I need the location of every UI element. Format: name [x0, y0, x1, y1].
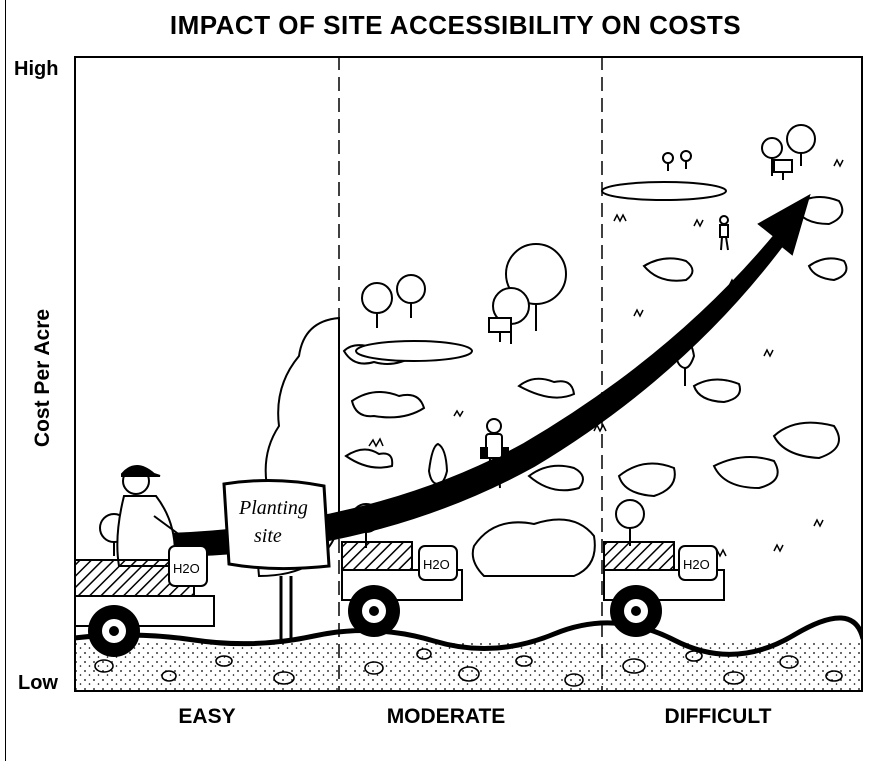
- shrub-icon: [517, 377, 576, 399]
- illustration-canvas: Planting site H2O H2O H2O: [74, 56, 863, 692]
- shrub-icon: [617, 462, 676, 498]
- y-axis-high-label: High: [14, 58, 59, 80]
- can-label: H2O: [683, 557, 710, 572]
- x-category-difficult: DIFFICULT: [664, 705, 772, 728]
- distant-signs: [488, 159, 793, 342]
- shrub-icon: [642, 257, 694, 282]
- person-icon: [116, 465, 193, 567]
- shrub-icon: [692, 378, 741, 404]
- tree-icon: [786, 124, 816, 166]
- diagram-frame: [74, 56, 863, 692]
- tree-icon: [361, 282, 393, 328]
- page-left-rule: [5, 0, 6, 761]
- shrub-icon: [344, 448, 394, 469]
- water-can-icon: H2O: [168, 545, 208, 587]
- shrub-icon: [772, 421, 840, 460]
- shrub-icon: [471, 518, 596, 577]
- people-group: [116, 215, 729, 567]
- diagram-title: IMPACT OF SITE ACCESSIBILITY ON COSTS: [169, 10, 742, 40]
- y-axis-low-label: Low: [18, 672, 58, 694]
- truck-moderate: H2O: [341, 541, 463, 637]
- x-category-moderate: MODERATE: [386, 705, 506, 728]
- sign-text-line1: Planting: [238, 497, 308, 519]
- person-icon: [480, 418, 509, 489]
- wheel-icon: [88, 605, 140, 657]
- y-axis-label: Cost Per Acre: [31, 308, 54, 448]
- shrub-icon: [350, 391, 426, 419]
- shrub-icon: [712, 456, 779, 490]
- truck-difficult: H2O: [603, 541, 725, 637]
- truck-easy: H2O: [74, 545, 215, 657]
- wheel-icon: [610, 585, 662, 637]
- shrub-icon: [527, 464, 584, 492]
- ground-strip: [74, 615, 863, 692]
- shrub-icon: [807, 257, 848, 282]
- pond-icon: [601, 181, 727, 201]
- x-category-easy: EASY: [178, 705, 236, 728]
- can-label: H2O: [173, 561, 200, 576]
- can-label: H2O: [423, 557, 450, 572]
- sign-icon: Planting site: [222, 478, 331, 641]
- water-can-icon: H2O: [418, 545, 458, 581]
- tree-icon: [396, 274, 426, 318]
- person-icon: [719, 215, 729, 251]
- wheel-icon: [348, 585, 400, 637]
- tree-icon: [761, 137, 783, 176]
- pond-icon: [355, 340, 473, 362]
- sign-text-line2: site: [254, 525, 282, 547]
- tree-icon: [680, 150, 692, 169]
- tree-icon: [662, 152, 674, 171]
- tree-icon: [505, 243, 567, 331]
- water-can-icon: H2O: [678, 545, 718, 581]
